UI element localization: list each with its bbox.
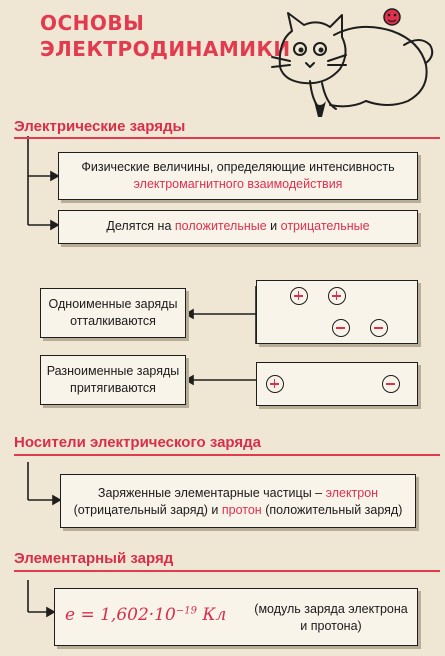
- negative-label: отрицательные: [280, 219, 370, 233]
- carriers-line-1: Заряженные элементарные частицы –: [97, 486, 326, 500]
- like-charges-line-2: отталкиваются: [70, 314, 156, 328]
- division-box: Делятся на положительные и отрицательные: [58, 210, 418, 244]
- proton-label: протон: [221, 503, 262, 517]
- formula-note-line-1: (модуль заряда электрона: [254, 602, 408, 616]
- electron-particle: [370, 319, 388, 337]
- formula-note-line-2: и протона): [300, 619, 362, 633]
- definition-line-1: Физические величины, определяющие интенс…: [81, 160, 395, 174]
- section-heading-electric-charges: Электрические заряды: [14, 118, 186, 135]
- division-prefix: Делятся на: [106, 219, 175, 233]
- formula-main: e = 1,602·10: [65, 605, 176, 625]
- title-line-1: ОСНОВЫ: [40, 11, 145, 35]
- section-heading-elementary-charge: Элементарный заряд: [14, 550, 174, 567]
- title-line-2: ЭЛЕКТРОДИНАМИКИ: [40, 37, 291, 61]
- electron-particle: [332, 319, 350, 337]
- section-heading-charge-carriers: Носители электрического заряда: [14, 434, 262, 451]
- carriers-line-2-prefix: (отрицательный заряд) и: [73, 503, 222, 517]
- unlike-charges-line-2: притягиваются: [70, 381, 156, 395]
- carriers-box: Заряженные элементарные частицы – электр…: [60, 474, 416, 528]
- electron-label: электрон: [325, 486, 379, 500]
- section-underline: [14, 570, 440, 572]
- electron-particle: [382, 375, 400, 393]
- positive-label: положительные: [174, 219, 267, 233]
- proton-particle: [290, 287, 308, 305]
- formula-unit: Кл: [196, 605, 227, 625]
- formula-box: e = 1,602·10−19 Кл (модуль заряда электр…: [54, 588, 418, 646]
- proton-particle: [328, 287, 346, 305]
- unlike-charges-box: Разноименные заряды притягиваются: [40, 355, 186, 405]
- page-title: ОСНОВЫ ЭЛЕКТРОДИНАМИКИ: [40, 10, 291, 62]
- like-charges-line-1: Одноименные заряды: [48, 297, 178, 311]
- elementary-charge-formula: e = 1,602·10−19 Кл: [65, 605, 226, 625]
- definition-box: Физические величины, определяющие интенс…: [58, 152, 418, 200]
- unlike-charges-line-1: Разноименные заряды: [46, 364, 180, 378]
- carriers-line-2-suffix: (положительный заряд): [261, 503, 403, 517]
- division-conj: и: [266, 219, 281, 233]
- definition-line-2: электромагнитного взаимодействия: [133, 177, 343, 191]
- cat-illustration: [271, 8, 434, 117]
- proton-particle: [266, 375, 284, 393]
- section-underline: [14, 454, 440, 456]
- section-underline: [14, 137, 440, 139]
- like-charges-box: Одноименные заряды отталкиваются: [40, 288, 186, 338]
- formula-note: (модуль заряда электрона и протона): [251, 601, 411, 635]
- formula-exponent: −19: [175, 605, 197, 617]
